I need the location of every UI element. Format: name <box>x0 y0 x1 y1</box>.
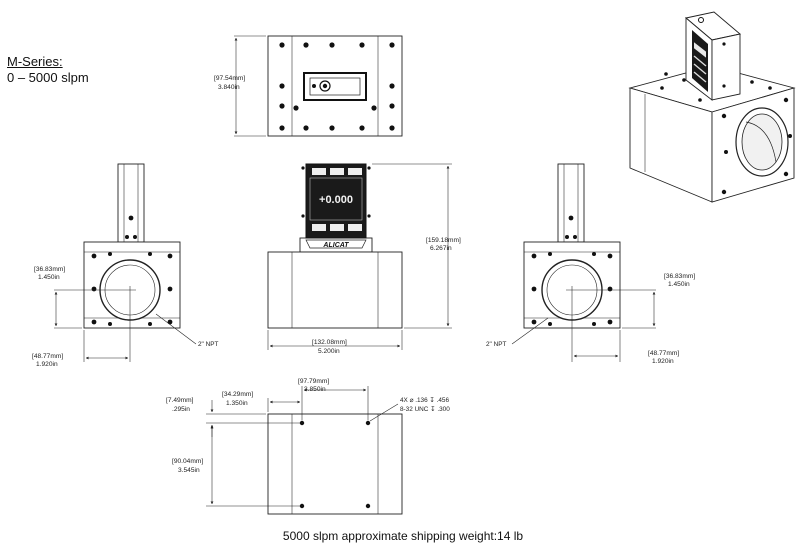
left-port-label: 2" NPT <box>198 341 218 348</box>
bottom-offset-mm: [34.29mm] <box>222 391 253 398</box>
bottom-spacing-mm: [97.79mm] <box>298 378 329 385</box>
series-flow-range: 0 – 5000 slpm <box>7 70 89 85</box>
bottom-edge-mm: [7.49mm] <box>166 397 194 404</box>
top-view: [97.54mm] 3.840in <box>214 35 403 137</box>
front-width-in: 5.200in <box>318 348 340 355</box>
right-side-view: [36.83mm] 1.450in [48.77mm] 1.920in 2" N… <box>486 163 695 365</box>
hole-note-line1: 4X ⌀ .136 ↧ .456 <box>400 397 449 404</box>
left-width-in: 1.920in <box>36 361 58 368</box>
right-center-in: 1.450in <box>668 281 690 288</box>
display-buttons-top <box>312 168 362 175</box>
bottom-depth-in: 3.545in <box>178 467 200 474</box>
right-port-label: 2" NPT <box>486 341 506 348</box>
left-width-mm: [48.77mm] <box>32 353 63 360</box>
isometric-view <box>628 11 796 203</box>
front-height-in: 6.267in <box>430 245 452 252</box>
display-buttons-bottom <box>312 224 362 231</box>
top-height-mm: [97.54mm] <box>214 75 245 82</box>
left-center-in: 1.450in <box>38 274 60 281</box>
mounting-holes <box>279 42 395 131</box>
top-height-in: 3.840in <box>218 84 240 91</box>
display-reading: +0.000 <box>319 194 353 206</box>
right-width-in: 1.920in <box>652 358 674 365</box>
bottom-edge-in: .295in <box>172 406 190 413</box>
left-side-view: [36.83mm] 1.450in [48.77mm] 1.920in 2" N… <box>32 163 218 368</box>
series-title: M-Series: <box>7 54 63 69</box>
bottom-view: [97.79mm] 3.850in [34.29mm] 1.350in [7.4… <box>166 378 450 515</box>
left-center-mm: [36.83mm] <box>34 266 65 273</box>
bottom-spacing-in: 3.850in <box>304 386 326 393</box>
right-center-mm: [36.83mm] <box>664 273 695 280</box>
hole-note-line2: 8-32 UNC ↧ .300 <box>400 406 450 413</box>
front-width-mm: [132.08mm] <box>312 339 347 346</box>
shipping-weight-note: 5000 slpm approximate shipping weight:14… <box>282 529 524 543</box>
front-height-mm: [159.18mm] <box>426 237 461 244</box>
bottom-offset-in: 1.350in <box>226 400 248 407</box>
bottom-depth-mm: [90.04mm] <box>172 458 203 465</box>
front-view: ALICAT +0.000 [159.18mm] 6.267in [132.08… <box>267 163 461 355</box>
brand-logo: ALICAT <box>322 242 349 249</box>
right-width-mm: [48.77mm] <box>648 350 679 357</box>
